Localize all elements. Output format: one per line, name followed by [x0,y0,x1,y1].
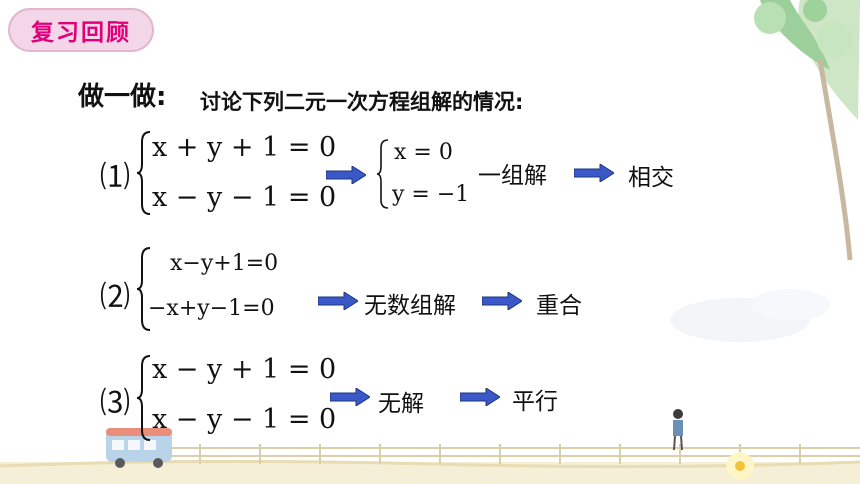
girl-decoration [673,409,683,451]
system-2-relation: 重合 [536,293,582,319]
question-prompt: 讨论下列二元一次方程组解的情况: [200,90,524,114]
flower-decoration [726,452,754,480]
system-3-result: 无解 [378,391,424,417]
system-1-result: 一组解 [478,163,547,189]
arrow-2-icon [574,164,614,182]
system-1-relation: 相交 [628,165,674,191]
arrow-5-icon [330,388,370,406]
heading-colon: : [156,82,167,112]
arrow-3-icon [318,292,358,310]
system-3-number: ⑶ [100,386,130,421]
bus-decoration [106,428,172,468]
review-badge-label: 复习回顾 [31,20,131,46]
system-1-equation-2: x − y − 1 = 0 [152,182,337,213]
arrow-1-icon [326,166,366,184]
arrow-4-icon [482,292,522,310]
system-1-number: ⑴ [100,160,130,195]
system-1-solution-brace [376,139,389,209]
system-3-equation-1: x − y + 1 = 0 [152,354,337,385]
system-3-relation: 平行 [512,389,558,415]
system-1-solution-y: y = −1 [392,182,470,207]
system-2-equation-1: x−y+1=0 [170,251,279,276]
system-2-equation-2: −x+y−1=0 [148,296,275,321]
activity-heading-text: 做一做 [78,82,157,112]
system-1-brace [136,131,151,215]
arrow-6-icon [460,388,500,406]
cloud-decoration [670,289,830,342]
system-3-equation-2: x − y − 1 = 0 [152,404,337,435]
system-1-equation-1: x + y + 1 = 0 [152,132,337,163]
system-2-result: 无数组解 [364,293,456,319]
tree-decoration [754,0,860,261]
system-3-brace [136,355,151,441]
system-2-brace [136,247,151,331]
system-2-number: ⑵ [100,280,130,315]
activity-heading: 做一做: [78,76,166,113]
review-badge: 复习回顾 [8,8,154,52]
system-1-solution-x: x = 0 [394,140,453,165]
